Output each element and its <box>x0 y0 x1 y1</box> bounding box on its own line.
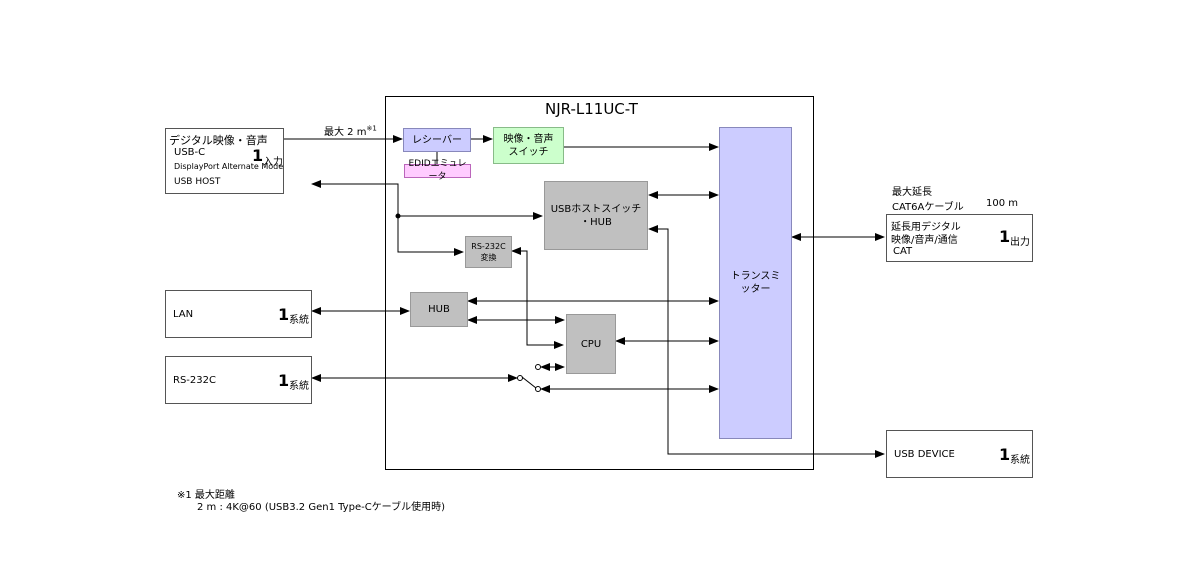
receiver-label: レシーバー <box>412 134 462 146</box>
max-extension-label: 最大延長 <box>892 187 932 198</box>
edid-block: EDIDエミュレータ <box>404 159 471 182</box>
lan-label: LAN <box>173 309 194 320</box>
rs232c-label: RS-232C <box>173 375 216 386</box>
footnote-body: 2 m : 4K@60 (USB3.2 Gen1 Type-Cケーブル使用時) <box>197 502 445 513</box>
lan-unit: 系統 <box>289 315 309 326</box>
av-input-box: デジタル映像・音声 USB-C DisplayPort Alternate Mo… <box>165 128 284 194</box>
av-input-line2: DisplayPort Alternate Mode <box>174 162 284 171</box>
edid-label: EDIDエミュレータ <box>408 159 467 182</box>
max-input-text: 最大 2 m <box>324 127 367 138</box>
receiver-block: レシーバー <box>403 128 471 152</box>
device-frame <box>385 96 814 470</box>
cat-distance-label: 100 m <box>986 198 1019 209</box>
av-switch-label: 映像・音声スイッチ <box>503 133 554 158</box>
cpu-block: CPU <box>566 314 616 374</box>
cat-cable-label: CAT6Aケーブル <box>892 202 964 213</box>
av-input-line3: USB HOST <box>174 177 221 187</box>
rs232c-unit: 系統 <box>289 381 309 392</box>
usb-device-unit: 系統 <box>1010 455 1030 466</box>
rs232c-count: 1 <box>278 371 290 390</box>
cat-unit: 出力 <box>1010 237 1030 248</box>
usb-device-box: USB DEVICE 1 系統 <box>886 430 1033 478</box>
usb-switch-block: USBホストスイッチ・HUB <box>544 181 648 250</box>
av-switch-block: 映像・音声スイッチ <box>493 127 564 164</box>
cat-line2: 映像/音声/通信 <box>891 235 958 246</box>
footnote-title: ※1 最大距離 <box>177 490 235 501</box>
cpu-label: CPU <box>580 338 602 350</box>
cat-line3: CAT <box>893 246 913 257</box>
hub-label: HUB <box>428 304 450 315</box>
max-input-note: ※1 <box>366 124 377 133</box>
cat-count: 1 <box>999 227 1011 246</box>
device-title: NJR-L11UC-T <box>545 100 638 118</box>
usb-switch-label: USBホストスイッチ・HUB <box>550 203 642 228</box>
av-input-unit: 入力 <box>263 157 283 168</box>
rs232c-box: RS-232C 1 系統 <box>165 356 312 404</box>
max-input-label: 最大 2 m※1 <box>324 123 377 138</box>
cat-line1: 延長用デジタル <box>891 222 961 233</box>
usb-device-count: 1 <box>999 445 1011 464</box>
usb-device-label: USB DEVICE <box>894 449 955 460</box>
av-input-count: 1 <box>252 146 264 165</box>
wire-to-rs232-conv <box>397 216 464 256</box>
transmitter-label: トランスミッター <box>730 271 781 295</box>
av-input-heading: デジタル映像・音声 <box>169 134 268 147</box>
transmitter-block: トランスミッター <box>719 127 792 439</box>
lan-box: LAN 1 系統 <box>165 290 312 338</box>
cat-output-box: 延長用デジタル 映像/音声/通信 CAT 1 出力 <box>886 214 1033 262</box>
hub-block: HUB <box>410 292 468 327</box>
av-input-line1: USB-C <box>174 147 206 158</box>
lan-count: 1 <box>278 305 290 324</box>
